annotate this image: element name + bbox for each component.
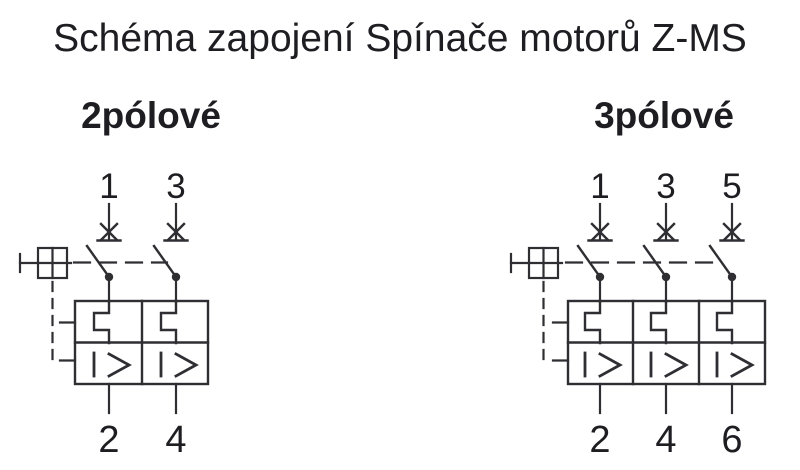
terminal-number-bottom: 2 [98,419,119,461]
terminal-clamp-icon [653,222,679,242]
trip-unit-box [566,299,767,386]
rotary-operator-icon [509,246,564,280]
thermal-overload-release-icon [92,299,111,345]
instantaneous-overcurrent-release-icon [583,351,623,378]
diagram-2pole [18,202,210,415]
trip-unit-box [73,299,210,386]
greater-than-chevron [664,352,689,378]
instantaneous-overcurrent-release-icon [649,351,689,378]
diagram-3pole-label: 3pólové [594,95,734,136]
terminal-number-bottom: 4 [655,419,676,461]
thermal-overload-release-icon [583,299,602,345]
thermal-overload-release-icon [159,299,178,345]
terminal-number-top: 3 [166,167,185,206]
open-contact-blade [708,244,734,279]
open-contact-blade [85,244,111,279]
terminal-number-top: 1 [590,167,609,206]
instantaneous-overcurrent-release-icon [159,351,199,378]
terminal-number-bottom: 4 [165,419,186,461]
dashed-trip-linkage [51,261,169,363]
headings: Schéma zapojení Spínače motorů Z-MS 2pól… [53,17,747,136]
page-title: Schéma zapojení Spínače motorů Z-MS [53,17,747,60]
thermal-overload-release-icon [649,299,668,345]
pole-unit [708,202,755,415]
open-contact-blade [152,244,178,279]
terminal-number-top: 1 [99,167,118,206]
greater-than-chevron [598,352,623,378]
terminal-number-top: 5 [722,167,741,206]
instantaneous-overcurrent-release-icon [715,351,755,378]
diagram-3pole [509,202,767,415]
greater-than-chevron [730,352,755,378]
pole-unit [576,202,623,415]
instantaneous-overcurrent-release-icon [92,351,132,378]
terminal-number-bottom: 6 [721,419,742,461]
dashed-trip-linkage [542,261,723,363]
greater-than-chevron [107,352,132,378]
terminal-number-bottom: 2 [589,419,610,461]
diagram-2pole-label: 2pólové [81,95,221,136]
terminal-clamp-icon [163,222,189,242]
pole-unit [85,202,132,415]
thermal-overload-release-icon [715,299,734,345]
pole-unit [152,202,199,415]
open-contact-blade [576,244,602,279]
diagram-3pole-terminals: 1 3 5 2 4 6 [589,167,742,461]
open-contact-blade [642,244,668,279]
greater-than-chevron [174,352,199,378]
terminal-number-top: 3 [656,167,675,206]
pole-unit [642,202,689,415]
terminal-clamp-icon [719,222,745,242]
terminal-clamp-icon [96,222,122,242]
rotary-operator-icon [18,246,73,280]
terminal-clamp-icon [587,222,613,242]
diagram-2pole-terminals: 1 3 2 4 [98,167,186,461]
